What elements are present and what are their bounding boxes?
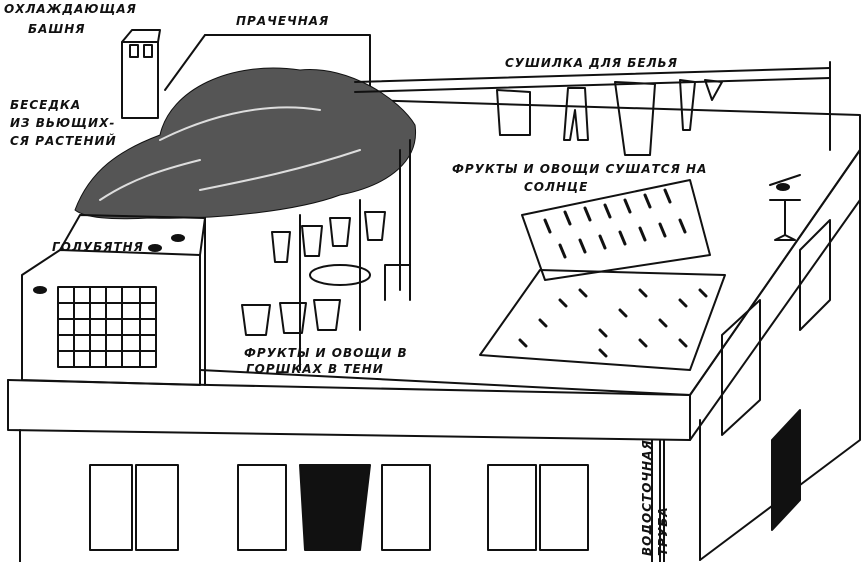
pots-in-shade-label-line1: ФРУКТЫ И ОВОЩИ В (244, 346, 408, 360)
weather-vane (769, 174, 801, 241)
arbor-label-line1: БЕСЕДКА (10, 98, 82, 112)
roof-terrace (199, 99, 861, 396)
dovecote-label: ГОЛУБЯТНЯ (52, 240, 144, 254)
windows (89, 219, 831, 551)
sun-drying-label-line1: ФРУКТЫ И ОВОЩИ СУШАТСЯ НА (452, 162, 708, 176)
clothes-dryer-label: СУШИЛКА ДЛЯ БЕЛЬЯ (505, 56, 678, 70)
doves (33, 183, 790, 294)
cooling-tower (121, 29, 161, 119)
drainpipe-label-line1: ВОДОСТОЧНАЯ (640, 439, 654, 556)
pots-in-shade-label-line2: ГОРШКАХ В ТЕНИ (246, 362, 384, 376)
drainpipe (651, 439, 665, 562)
dovecote (21, 214, 206, 386)
arbor-label-line3: СЯ РАСТЕНИЙ (10, 134, 117, 148)
vine-arbor (74, 67, 417, 220)
sun-drying-label-line2: СОЛНЦЕ (524, 180, 589, 194)
cooling-tower-label-line2: БАШНЯ (28, 22, 86, 36)
arbor-posts (204, 139, 411, 386)
plant-pots (241, 211, 411, 336)
drying-trays (479, 179, 726, 371)
arbor-label-line2: ИЗ ВЬЮЩИХ- (10, 116, 116, 130)
cooling-tower-label-line1: ОХЛАЖДАЮЩАЯ (4, 2, 137, 16)
laundry-label: ПРАЧЕЧНАЯ (236, 14, 330, 28)
drainpipe-label-line2: ТРУБА (656, 506, 670, 556)
clothes-line (354, 61, 831, 156)
